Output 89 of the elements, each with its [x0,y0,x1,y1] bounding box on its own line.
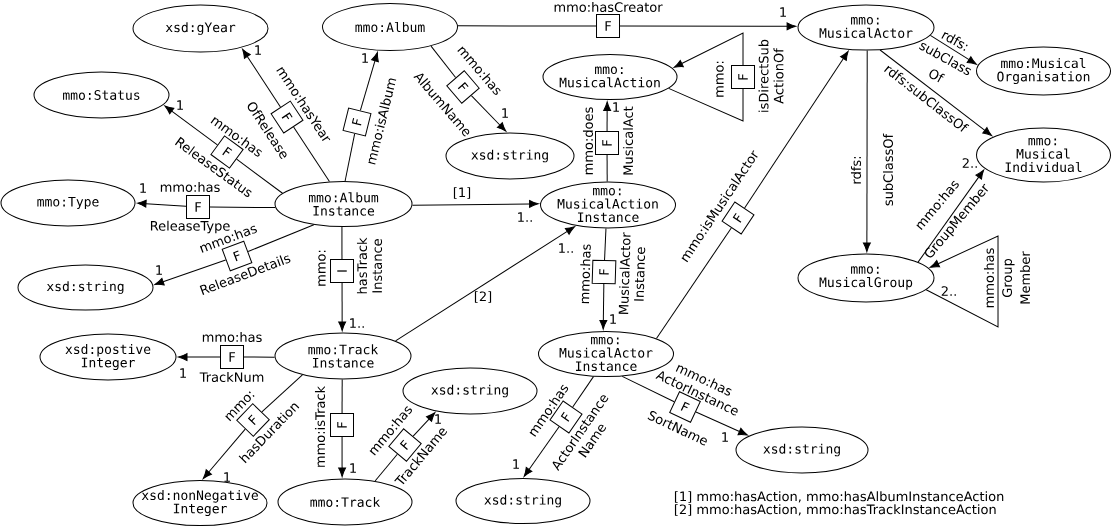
multiplicity-label: 1 [613,102,619,112]
multiplicity-label: 1 [780,7,786,17]
connector-line [374,453,398,482]
multiplicity-label: 1 [156,265,162,275]
multiplicity-label: 1 [722,432,728,442]
arrow [136,199,187,208]
connector-line [293,126,330,182]
property-label: MusicalAct [622,106,634,175]
property-label: MusicalActor Instance [618,232,646,314]
connector-line [621,375,675,403]
multiplicity-label: 1 [224,472,230,482]
property-label: mmo: [318,250,326,286]
arrow [202,428,246,479]
multiplicity-label: 1 [255,45,261,55]
arrow [929,34,977,65]
property-label: mmo:has [580,244,591,304]
arrow [599,283,608,330]
connector-line [247,224,315,252]
property-box: I [330,259,354,283]
property-box: F [595,131,619,155]
multiplicity-label: 1.. [518,212,532,222]
arrow [523,426,560,477]
multiplicity-label: 1 [180,368,186,378]
connector-line [655,227,732,340]
arrow [338,436,347,478]
multiplicity-label: 1 [350,463,356,473]
property-box: F [591,259,617,285]
property-box: F [731,65,755,89]
arrow [879,49,993,136]
property-label: mmo:hasCreator [554,1,663,13]
connector-line [236,158,283,194]
arrow [695,411,748,436]
property-label: hasTrack Instance [356,237,383,294]
arrow [673,32,744,68]
connector-line [668,87,744,122]
connector-line [341,379,343,414]
arrow [164,105,218,146]
property-box: F [186,195,210,219]
multiplicity-label: 1 [435,414,441,424]
connector-line [604,228,607,261]
multiplicity-label: 2.. [941,286,956,296]
multiplicity-label: 1 [502,108,508,118]
connector-line [209,206,276,209]
arrow [603,101,612,132]
arrow [154,259,227,286]
connector-line [457,25,597,27]
property-label: TrackNum [199,371,264,383]
multiplicity-label: 1 [362,53,368,63]
multiplicity-label: 1 [177,100,183,110]
arrow [395,226,575,342]
arrow [917,169,985,263]
connector-line [430,45,457,79]
connector-line [341,226,343,260]
footnote: [1] mmo:hasAction, mmo:hasAlbumInstanceAction [674,491,1004,503]
multiplicity-label: 1.. [559,243,573,253]
property-label: mmo:does [582,107,594,175]
edge-label: rdfs: subClassOf [850,133,894,206]
footnote: [2] mmo:hasAction, mmo:hasTrackInstanceAction [674,504,996,516]
arrow [862,50,871,253]
property-label: mmo: [716,61,724,97]
multiplicity-label: 2.. [962,158,977,168]
connector-line [344,133,356,182]
connector-line [606,154,608,182]
arrow [242,48,281,108]
arrow [744,50,849,209]
arrow [411,200,539,208]
property-label: mmo:has [202,331,262,343]
multiplicity-label: 1 [610,314,616,324]
multiplicity-label: 1 [513,459,519,469]
property-box: F [330,413,354,437]
multiplicity-label: 1 [140,183,146,193]
arrow [470,95,507,132]
property-box: F [220,345,244,369]
arrow [338,282,347,332]
arrow [359,52,379,111]
property-box: F [342,107,372,137]
multiplicity-label: 1.. [350,318,364,328]
arrow [619,22,797,31]
edge-label: [1] [453,187,471,199]
arrow [925,235,999,328]
property-label: isDirectSub ActionOf [758,39,784,112]
connector-line [261,374,303,413]
arrow [412,412,436,437]
connector-line [572,376,594,408]
edge-label: [2] [474,291,492,303]
property-box: F [596,14,620,38]
property-label: mmo:isTrack [314,386,326,467]
arrow [178,353,221,361]
connector-line [243,356,276,358]
